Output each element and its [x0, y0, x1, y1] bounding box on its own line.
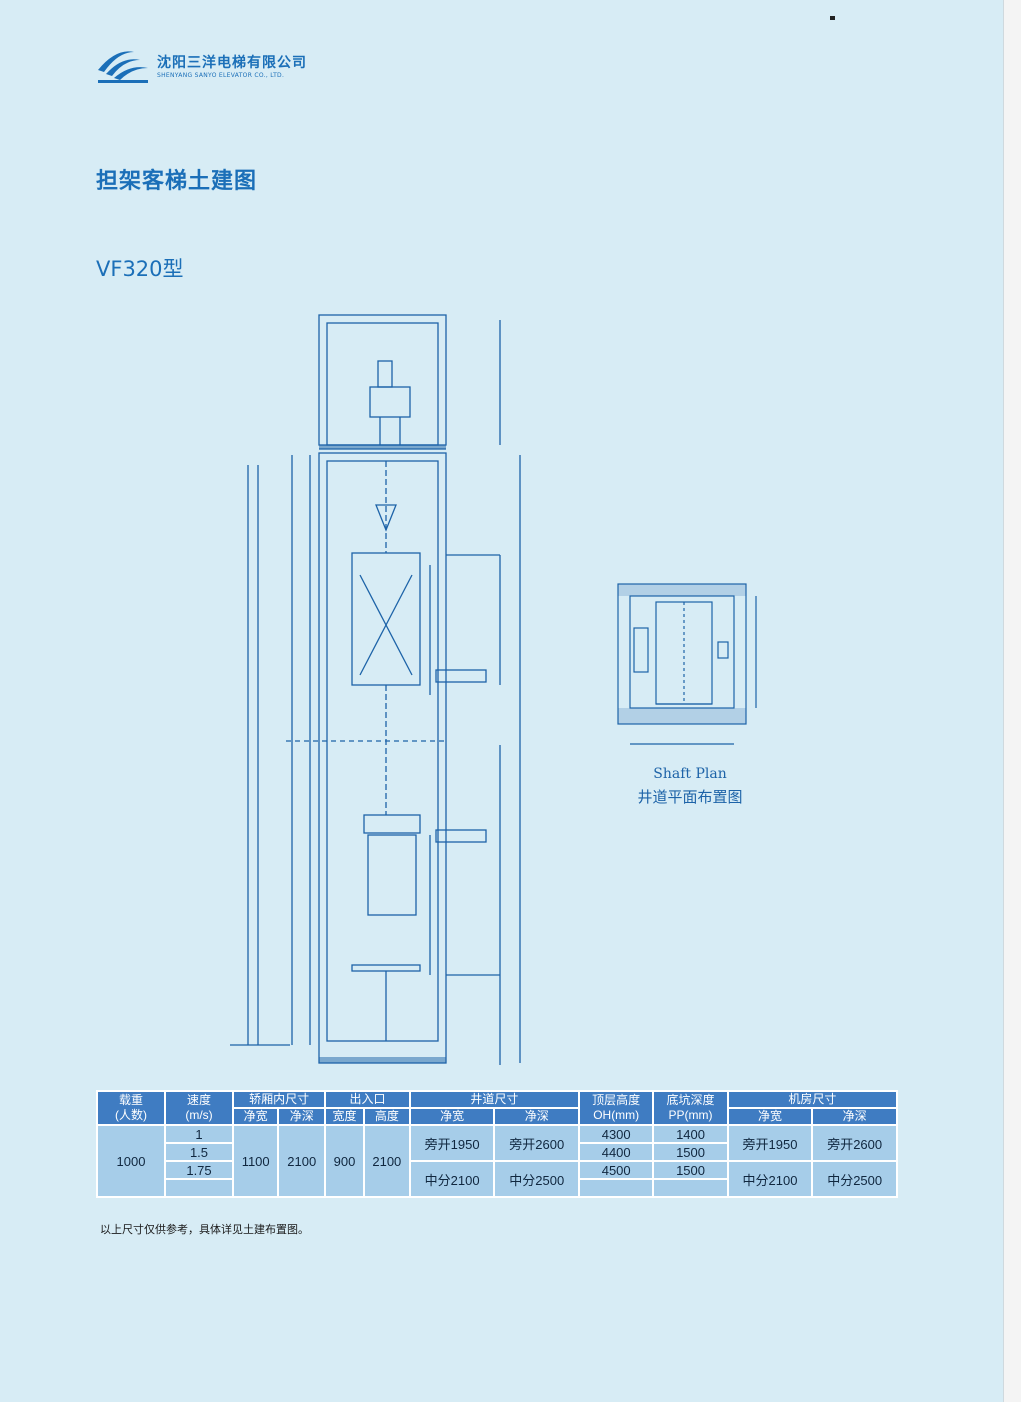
cell-shaft-depth-1: 旁开2600: [493, 1124, 581, 1162]
cell-pp-2: 1500: [652, 1142, 729, 1162]
cell-pp-3: 1500: [652, 1160, 729, 1180]
header-car-inner: 轿厢内尺寸: [231, 1090, 327, 1109]
spec-table: 载重 (人数) 速度 (m/s) 轿厢内尺寸 出入口 井道尺寸 顶层高度 OH(…: [96, 1090, 899, 1198]
cell-oh-3: 4500: [578, 1160, 655, 1180]
subheader-shaft-width: 净宽: [408, 1107, 496, 1126]
cell-shaft-depth-2: 中分2500: [493, 1160, 581, 1198]
shaft-elevation-drawing: [230, 314, 521, 1065]
cell-oh-empty: [578, 1178, 655, 1198]
header-shaft: 井道尺寸: [408, 1090, 581, 1109]
cell-oh-2: 4400: [578, 1142, 655, 1162]
page-edge: [1003, 0, 1021, 1402]
subheader-shaft-depth: 净深: [493, 1107, 581, 1126]
cell-shaft-width-2: 中分2100: [408, 1160, 496, 1198]
cell-car-width: 1100: [231, 1124, 280, 1198]
cell-speed-3: 1.75: [164, 1160, 234, 1180]
cell-oh-1: 4300: [578, 1124, 655, 1144]
cell-load: 1000: [96, 1124, 166, 1198]
cell-mr-width-2: 中分2100: [726, 1160, 814, 1198]
cell-speed-2: 1.5: [164, 1142, 234, 1162]
shaft-plan-drawing: [617, 583, 757, 745]
cell-speed-1: 1: [164, 1124, 234, 1144]
cell-entrance-width: 900: [324, 1124, 365, 1198]
page-title: 担架客梯土建图: [96, 169, 258, 194]
shaft-plan-caption-en: Shaft Plan: [653, 766, 727, 782]
header-machine-room: 机房尺寸: [726, 1090, 899, 1109]
cell-speed-empty: [164, 1178, 234, 1198]
cell-pp-empty: [652, 1178, 729, 1198]
cell-mr-depth-1: 旁开2600: [811, 1124, 898, 1162]
subheader-mr-depth: 净深: [811, 1107, 898, 1126]
header-entrance: 出入口: [324, 1090, 411, 1109]
header-oh: 顶层高度 OH(mm): [578, 1090, 655, 1126]
cell-car-depth: 2100: [277, 1124, 327, 1198]
subheader-mr-width: 净宽: [726, 1107, 814, 1126]
cell-entrance-height: 2100: [362, 1124, 411, 1198]
cell-mr-depth-2: 中分2500: [811, 1160, 898, 1198]
model-title: VF320型: [96, 257, 184, 281]
cell-shaft-width-1: 旁开1950: [408, 1124, 496, 1162]
header-speed: 速度 (m/s): [164, 1090, 234, 1126]
footnote: 以上尺寸仅供参考，具体详见土建布置图。: [100, 1223, 309, 1236]
company-logo-icon: [98, 51, 148, 83]
speck: [830, 16, 835, 20]
header-pp: 底坑深度 PP(mm): [652, 1090, 729, 1126]
cell-pp-1: 1400: [652, 1124, 729, 1144]
header-load: 载重 (人数): [96, 1090, 166, 1126]
company-name-en: SHENYANG SANYO ELEVATOR CO., LTD.: [157, 72, 285, 79]
subheader-car-depth: 净深: [277, 1107, 327, 1126]
company-name-cn: 沈阳三洋电梯有限公司: [157, 55, 307, 71]
cell-mr-width-1: 旁开1950: [726, 1124, 814, 1162]
shaft-plan-caption-cn: 井道平面布置图: [637, 788, 743, 806]
subheader-car-width: 净宽: [231, 1107, 280, 1126]
subheader-entrance-height: 高度: [362, 1107, 411, 1126]
subheader-entrance-width: 宽度: [324, 1107, 365, 1126]
